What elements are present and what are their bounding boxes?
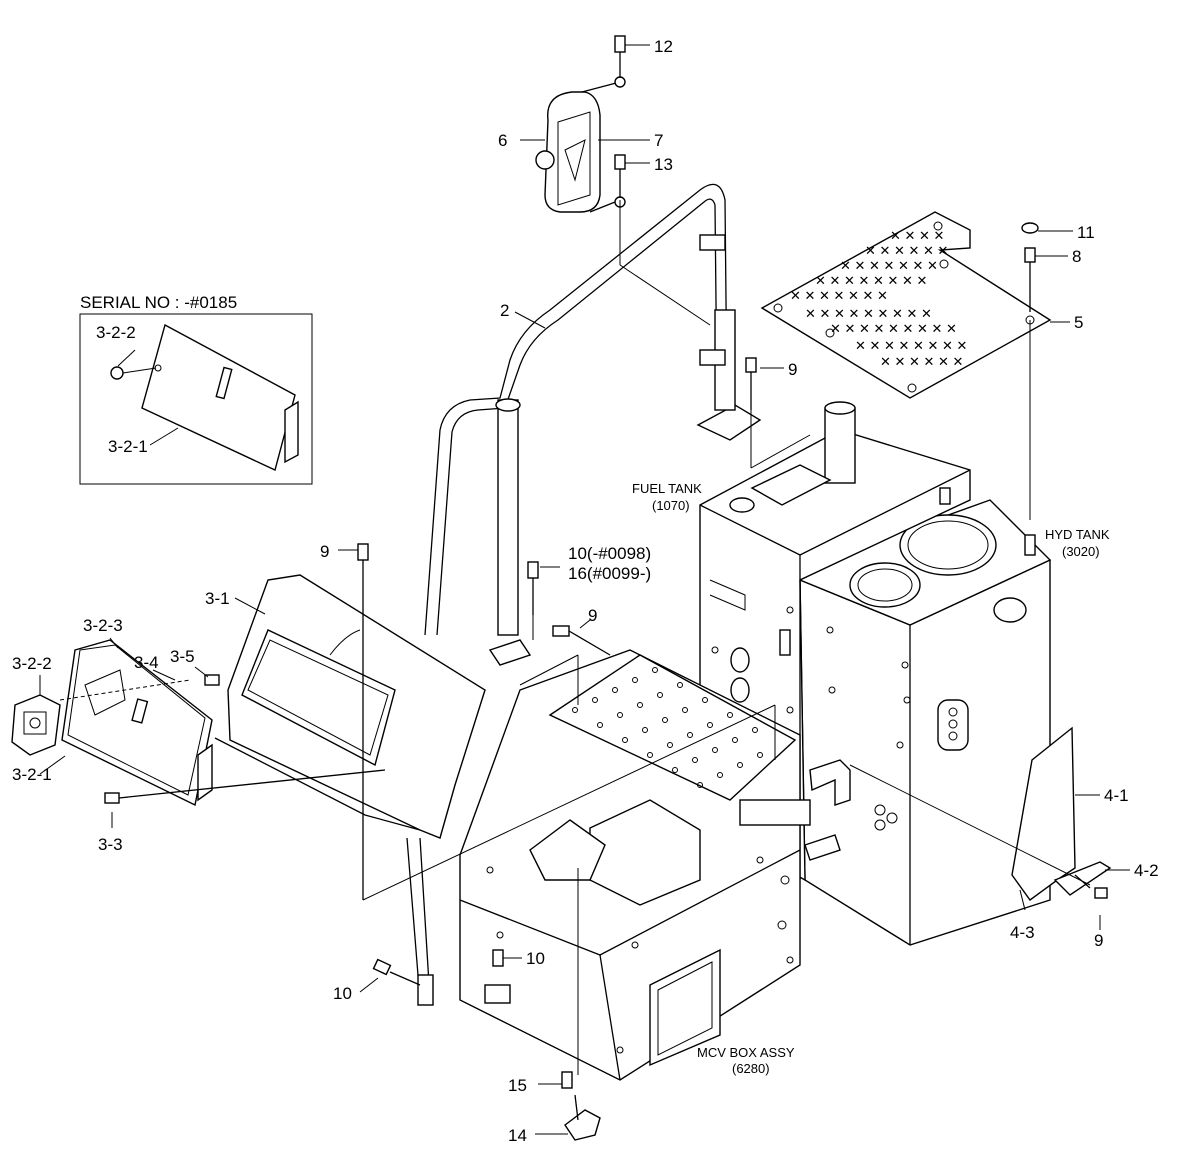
bolt-3-3: [104, 769, 386, 804]
mcv-box: [459, 649, 851, 1081]
label-6: 6: [498, 131, 507, 150]
label-3-2-2-front: 3-2-2: [12, 654, 52, 673]
svg-text:✕ ✕ ✕ ✕ ✕ ✕ ✕ ✕ ✕: ✕ ✕ ✕ ✕ ✕ ✕ ✕ ✕ ✕: [830, 321, 957, 336]
fuel-tank-label: FUEL TANK: [632, 481, 702, 496]
label-15: 15: [508, 1076, 527, 1095]
assembly-notes: FUEL TANK (1070) HYD TANK (3020) MCV BOX…: [632, 481, 1110, 1076]
panel-3-2: [11, 639, 213, 807]
label-3-5: 3-5: [170, 647, 195, 666]
label-4-2: 4-2: [1134, 861, 1159, 880]
label-5: 5: [1074, 313, 1083, 332]
svg-text:✕ ✕ ✕ ✕ ✕ ✕: ✕ ✕ ✕ ✕ ✕ ✕: [880, 354, 963, 369]
label-10-bottom: 10: [526, 949, 545, 968]
label-13: 13: [654, 155, 673, 174]
top-cover-plate: ✕ ✕ ✕ ✕ ✕ ✕ ✕ ✕ ✕ ✕ ✕ ✕ ✕ ✕ ✕ ✕ ✕ ✕ ✕ ✕ …: [760, 211, 1052, 399]
label-14: 14: [508, 1126, 527, 1145]
svg-text:✕ ✕ ✕ ✕ ✕ ✕: ✕ ✕ ✕ ✕ ✕ ✕: [865, 243, 948, 258]
label-3-2-1-inset: 3-2-1: [108, 437, 148, 456]
fuel-tank-code: (1070): [652, 498, 690, 513]
bolts: [104, 35, 1108, 1089]
svg-text:✕ ✕ ✕ ✕: ✕ ✕ ✕ ✕: [890, 228, 944, 243]
label-3-2-3: 3-2-3: [83, 616, 123, 635]
bracket-14: [564, 1094, 601, 1141]
label-8: 8: [1072, 247, 1081, 266]
bolt-3-5: [204, 674, 220, 686]
label-3-2-2-inset: 3-2-2: [96, 323, 136, 342]
label-3-1: 3-1: [205, 589, 230, 608]
mirror-assembly: [535, 76, 626, 213]
label-3-4: 3-4: [134, 653, 159, 672]
svg-text:✕ ✕ ✕ ✕ ✕ ✕ ✕: ✕ ✕ ✕ ✕ ✕ ✕ ✕: [790, 288, 888, 303]
serial-title: SERIAL NO : -#0185: [80, 293, 237, 312]
bolt-8: [1024, 247, 1036, 312]
bolt-11: [1021, 222, 1039, 234]
label-4-1: 4-1: [1104, 786, 1129, 805]
bolt-12: [614, 35, 626, 78]
label-10-left: 10: [333, 984, 352, 1003]
part-labels: 12 6 7 13 11 8 2 5 9 9 10(-#0098) 16(#00…: [12, 37, 1159, 1145]
checkerplate-grid: [572, 667, 763, 788]
label-3-3: 3-3: [98, 835, 123, 854]
mcv-box-code: (6280): [732, 1061, 770, 1076]
label-9-left: 9: [320, 542, 329, 561]
leader-lines: [39, 44, 1130, 1135]
bolt-9-mid: [552, 625, 611, 656]
svg-text:✕ ✕ ✕ ✕ ✕ ✕ ✕ ✕: ✕ ✕ ✕ ✕ ✕ ✕ ✕ ✕: [815, 273, 927, 288]
hyd-tank: [798, 499, 1052, 946]
bolt-10-rail: [527, 561, 539, 615]
label-12: 12: [654, 37, 673, 56]
label-9-mid: 9: [588, 606, 597, 625]
side-plate-4: [1011, 726, 1112, 901]
mcv-box-label: MCV BOX ASSY: [697, 1045, 795, 1060]
label-10-serial: 10(-#0098): [568, 544, 651, 563]
svg-text:✕ ✕ ✕ ✕ ✕ ✕ ✕ ✕ ✕: ✕ ✕ ✕ ✕ ✕ ✕ ✕ ✕ ✕: [805, 306, 932, 321]
label-2: 2: [500, 301, 509, 320]
label-9-top: 9: [788, 360, 797, 379]
handrail: [406, 183, 762, 1006]
bolt-10-left: [372, 958, 421, 986]
label-4-3: 4-3: [1010, 923, 1035, 942]
hyd-tank-code: (3020): [1062, 544, 1100, 559]
label-7: 7: [654, 131, 663, 150]
hyd-tank-label: HYD TANK: [1045, 527, 1110, 542]
serial-inset: [79, 313, 313, 485]
label-3-2-1-front: 3-2-1: [12, 765, 52, 784]
svg-text:✕ ✕ ✕ ✕ ✕ ✕ ✕ ✕: ✕ ✕ ✕ ✕ ✕ ✕ ✕ ✕: [855, 338, 967, 353]
bolt-9-left: [357, 543, 369, 900]
bolt-10-bottom: [492, 949, 504, 967]
svg-text:✕ ✕ ✕ ✕ ✕ ✕ ✕: ✕ ✕ ✕ ✕ ✕ ✕ ✕: [840, 258, 938, 273]
bolt-15: [561, 1071, 573, 1089]
panel-3-1: [214, 574, 486, 839]
bolt-9-top: [745, 357, 757, 410]
bolt-13: [614, 154, 626, 198]
label-11: 11: [1077, 223, 1095, 242]
label-16: 16(#0099-): [568, 564, 651, 583]
label-9-right: 9: [1094, 931, 1103, 950]
